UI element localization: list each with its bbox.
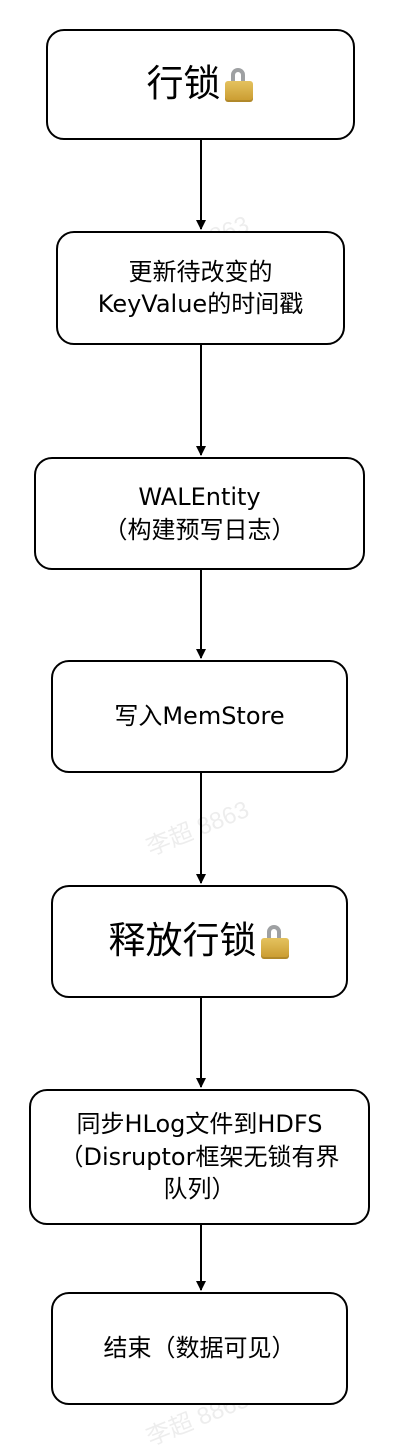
node-write-memstore-label: 写入MemStore xyxy=(114,702,285,731)
lock-icon xyxy=(224,67,255,102)
node-sync-hlog-label: 同步HLog文件到HDFS （Disruptor框架无锁有界 队列） xyxy=(59,1110,340,1204)
node-update-timestamp: 更新待改变的 KeyValue的时间戳 xyxy=(56,231,345,345)
node-update-timestamp-label: 更新待改变的 KeyValue的时间戳 xyxy=(97,257,304,318)
node-row-lock-label: 行锁 xyxy=(146,62,221,106)
lock-icon xyxy=(260,924,291,959)
node-release-lock: 释放行锁 xyxy=(51,885,348,998)
node-release-lock-label: 释放行锁 xyxy=(108,919,257,963)
node-row-lock: 行锁 xyxy=(46,29,355,140)
node-sync-hlog: 同步HLog文件到HDFS （Disruptor框架无锁有界 队列） xyxy=(29,1089,370,1225)
node-end: 结束（数据可见） xyxy=(51,1292,348,1405)
node-end-label: 结束（数据可见） xyxy=(103,1334,296,1363)
node-wal-entity: WALEntity （构建预写日志） xyxy=(34,457,365,570)
node-wal-entity-label: WALEntity （构建预写日志） xyxy=(103,483,296,544)
node-write-memstore: 写入MemStore xyxy=(51,660,348,773)
